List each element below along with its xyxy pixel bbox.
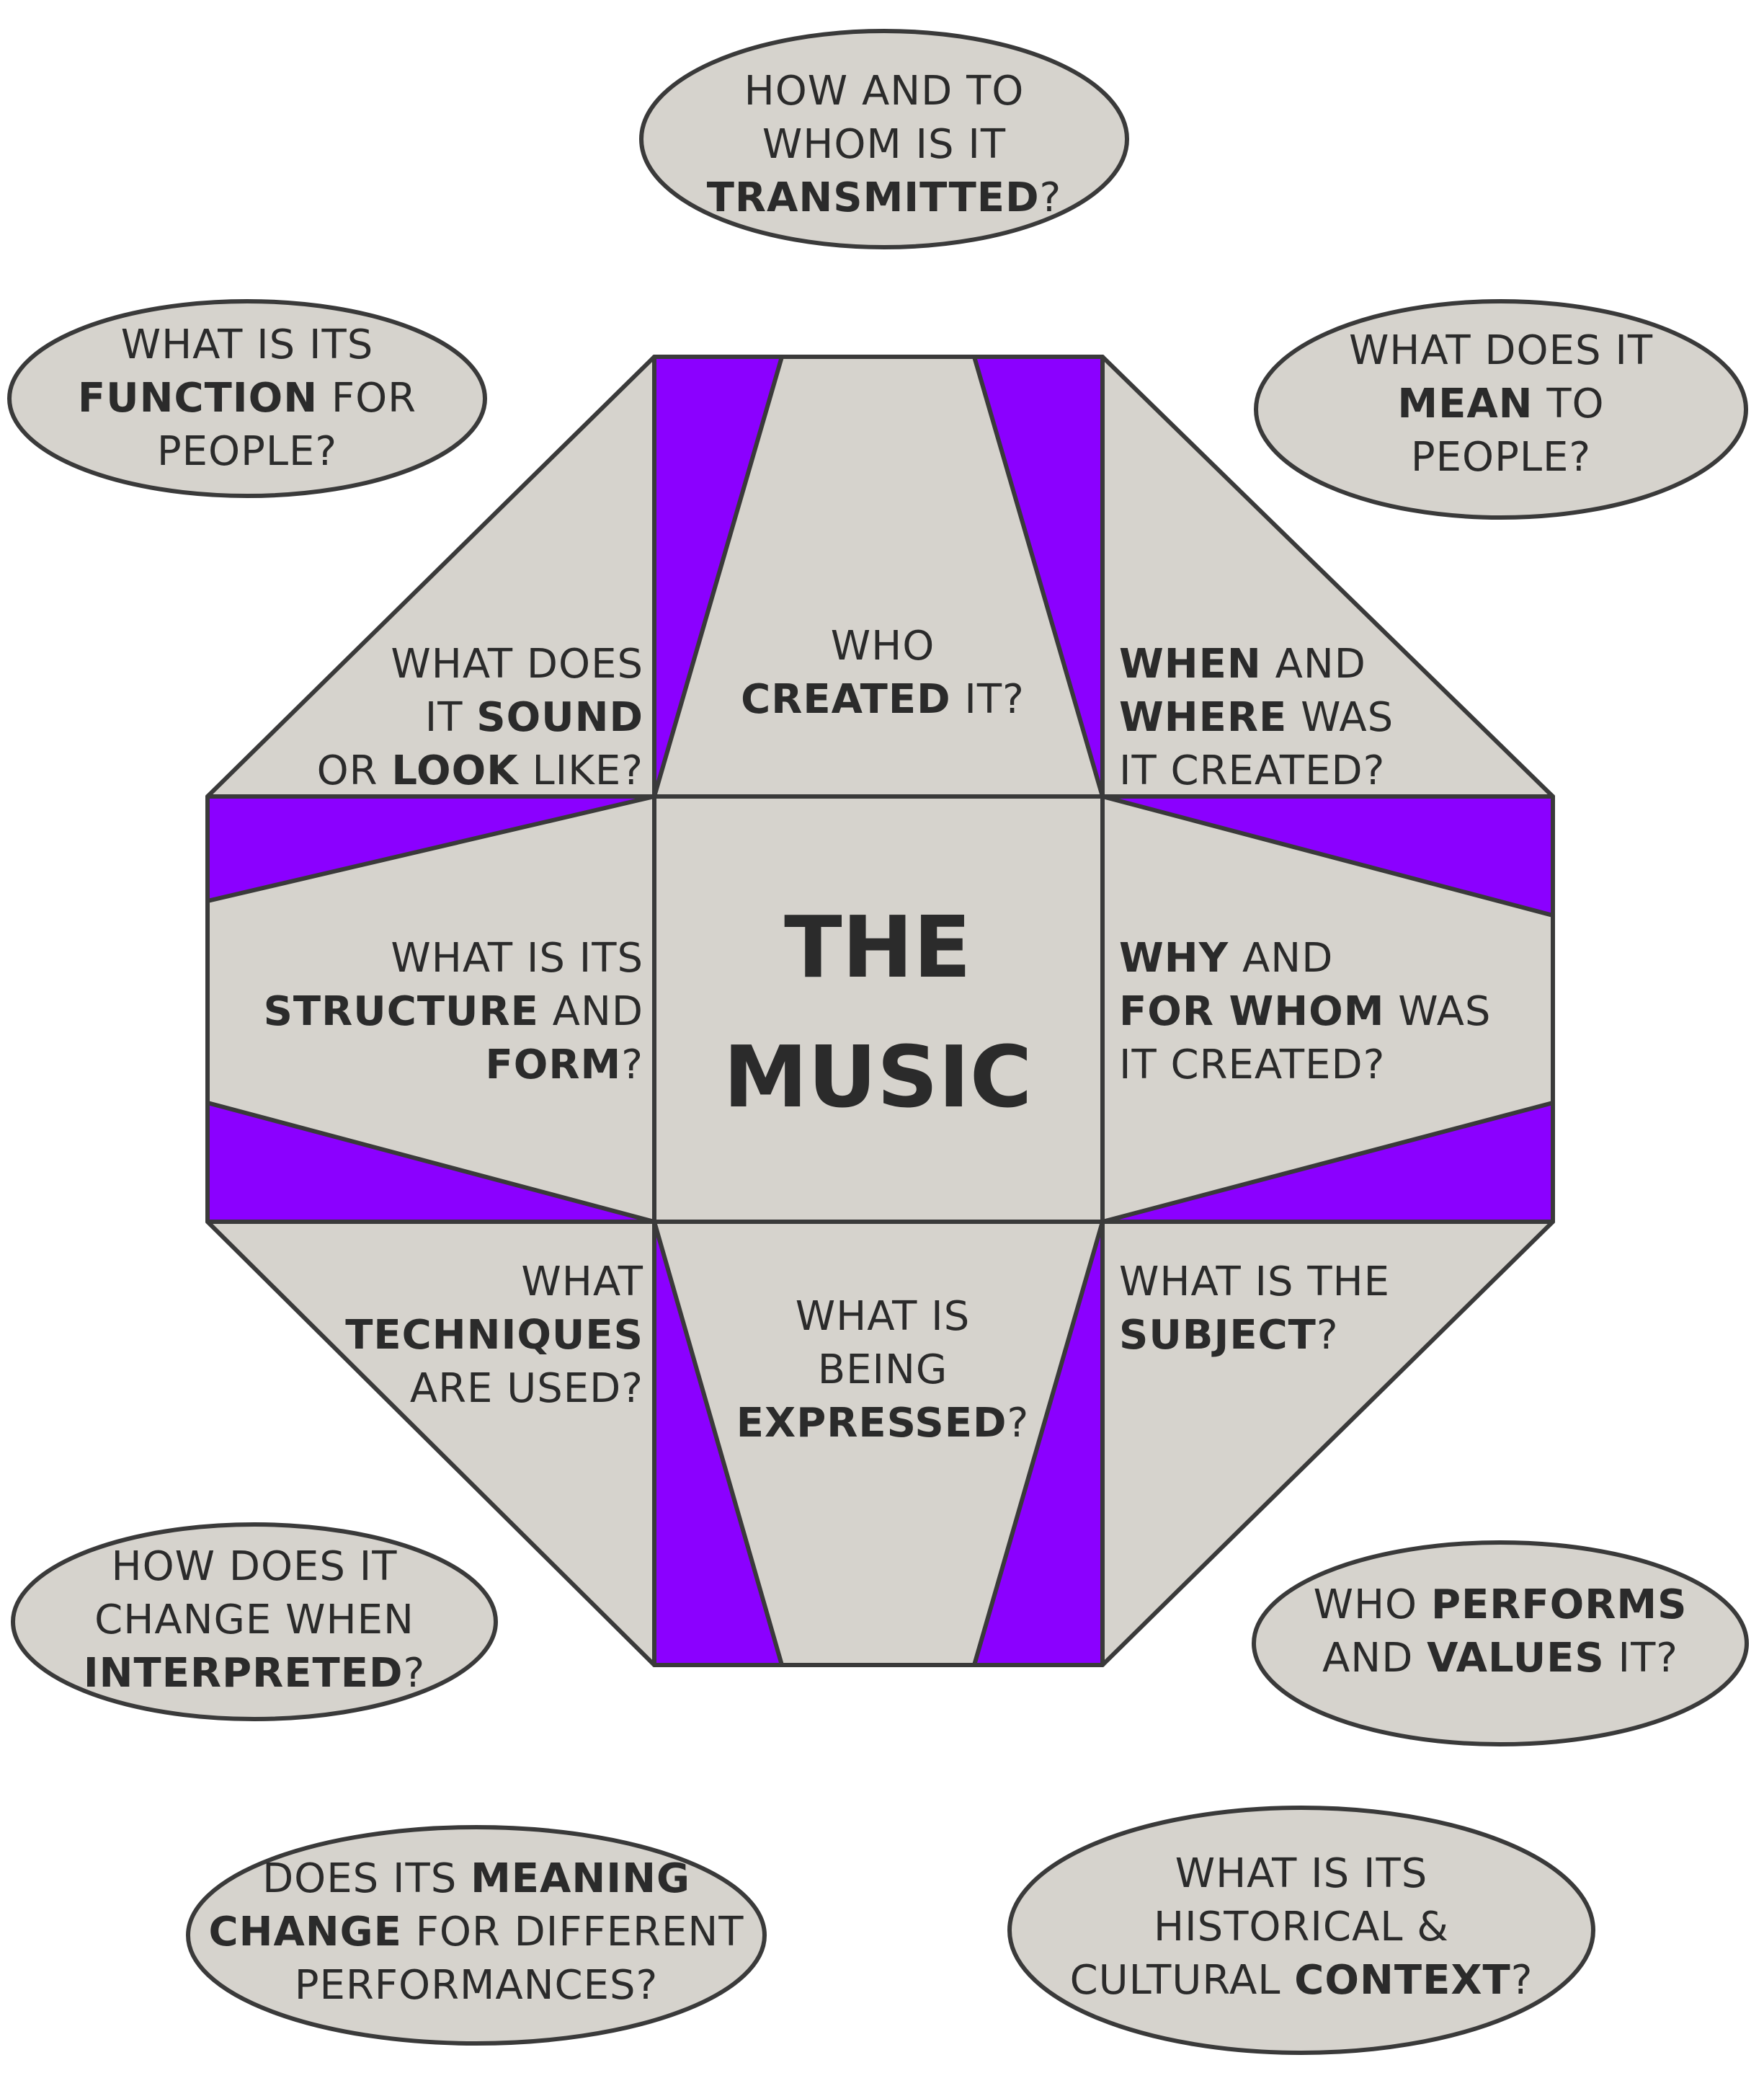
oval-function xyxy=(7,299,487,498)
oval-mean xyxy=(1254,299,1748,520)
oval-performs xyxy=(1252,1540,1749,1746)
oval-interpreted xyxy=(11,1522,498,1721)
oval-meaning xyxy=(186,1825,767,2046)
oval-context xyxy=(1007,1806,1595,2055)
ovals xyxy=(7,29,1749,2055)
panel-top-right xyxy=(1100,355,1555,799)
panel-bottom-right xyxy=(1100,1220,1555,1667)
center-title-line1: THE xyxy=(784,897,971,997)
octagon xyxy=(205,355,1555,1667)
panel-top-left xyxy=(205,355,656,799)
oval-transmitted xyxy=(639,29,1129,249)
center-title-line2: MUSIC xyxy=(723,1027,1033,1127)
panel-bottom-left xyxy=(205,1220,656,1667)
panel-center xyxy=(652,794,1105,1224)
